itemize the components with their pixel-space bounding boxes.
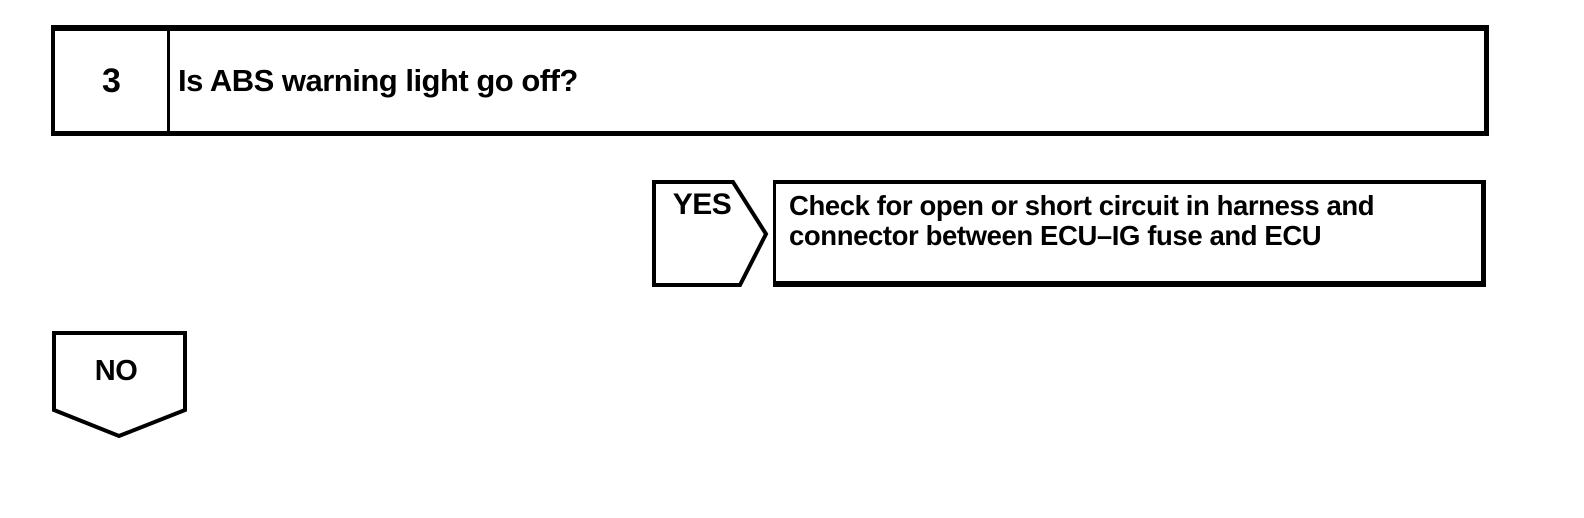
- no-label: NO: [94, 355, 138, 387]
- step-question-text: Is ABS warning light go off?: [178, 63, 578, 98]
- yes-action-line-1: Check for open or short circuit in harne…: [789, 190, 1375, 221]
- step-question-box: 3 Is ABS warning light go off?: [51, 25, 1489, 136]
- yes-pentagon-shape: [652, 180, 769, 287]
- no-pentagon-shape: [52, 331, 187, 439]
- yes-label: YES: [672, 188, 732, 221]
- yes-action-line-2: connector between ECU–IG fuse and ECU: [789, 220, 1322, 251]
- step-number-cell: 3: [55, 31, 170, 131]
- step-number: 3: [102, 61, 121, 100]
- yes-action-box: Check for open or short circuit in harne…: [773, 180, 1486, 287]
- no-pentagon-outline: [52, 331, 187, 439]
- yes-pentagon-outline: [652, 180, 769, 287]
- step-question-cell: Is ABS warning light go off?: [170, 31, 1484, 131]
